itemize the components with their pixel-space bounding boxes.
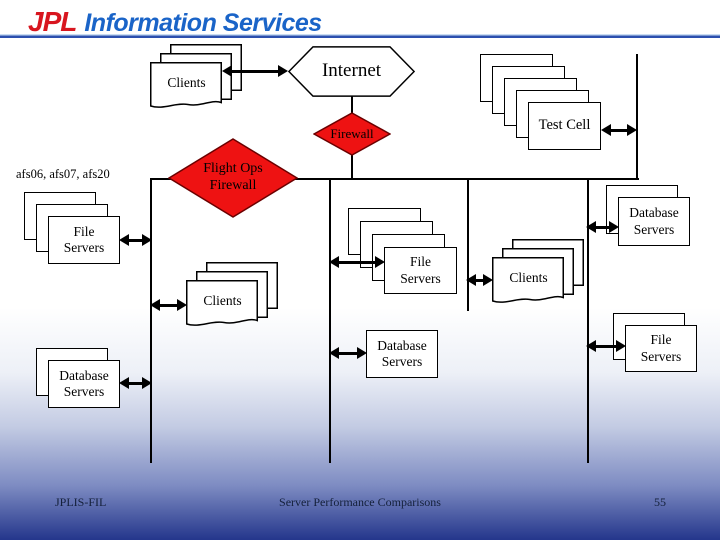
label-line2: Servers xyxy=(633,221,675,237)
label-line1: File xyxy=(73,223,95,239)
arrow-testcell-network xyxy=(601,124,637,136)
node-label: File Servers xyxy=(48,216,120,264)
file-servers-right-node: File Servers xyxy=(613,313,697,372)
hexagon-icon xyxy=(287,46,416,97)
node-label: File Servers xyxy=(625,325,697,372)
firewall-label: Firewall xyxy=(330,126,374,142)
label-line1: Database xyxy=(59,367,109,383)
footer-title: Server Performance Comparisons xyxy=(279,495,441,509)
arrow-fileservers-right xyxy=(586,340,626,352)
label-line2: Servers xyxy=(381,354,423,369)
clients-left-node: Clients xyxy=(186,262,278,332)
label-line2: Servers xyxy=(400,270,441,286)
arrow-dbservers-left xyxy=(119,377,152,389)
label-line1: Database xyxy=(629,205,679,221)
arrow-dbservers-middle xyxy=(329,347,367,359)
arrow-dbservers-right xyxy=(586,221,619,233)
label-line2: Servers xyxy=(63,240,105,255)
label-line1: File xyxy=(409,254,431,270)
node-label: Test Cell xyxy=(528,102,601,150)
arrow-fileservers-middle xyxy=(329,256,385,268)
flight-ops-line2: Firewall xyxy=(209,178,257,193)
label-line1: File xyxy=(650,332,672,348)
network-line-right xyxy=(587,178,589,463)
logo-services-text: Information Services xyxy=(84,9,322,37)
test-cell-label: Test Cell xyxy=(538,117,591,134)
footer-page-number: 55 xyxy=(654,495,666,509)
node-label: Database Servers xyxy=(48,360,120,408)
database-servers-left-node: Database Servers xyxy=(36,348,120,408)
file-servers-middle-node: File Servers xyxy=(348,208,457,294)
network-backbone-line xyxy=(151,178,639,180)
afs-caption: afs06, afs07, afs20 xyxy=(16,167,110,181)
connector-firewall-backbone xyxy=(351,154,353,180)
paper-stack-icon xyxy=(150,44,242,108)
paper-stack-icon xyxy=(186,262,278,326)
label-line1: Database xyxy=(377,337,427,353)
connector-internet-firewall xyxy=(351,96,353,113)
flight-ops-line1: Flight Ops xyxy=(203,161,263,177)
flight-ops-firewall-label: Flight Ops Firewall xyxy=(168,138,298,218)
firewall-diamond: Firewall xyxy=(312,112,392,156)
database-servers-right-node: Database Servers xyxy=(606,185,690,246)
node-label: Clients xyxy=(509,270,548,285)
node-label: Database Servers xyxy=(618,197,690,246)
network-line-midleft xyxy=(329,178,331,463)
arrow-fileservers-left xyxy=(119,234,152,246)
database-servers-middle-node: Database Servers xyxy=(366,330,438,378)
node-label: Database Servers xyxy=(366,330,438,378)
arrow-clients-internet xyxy=(222,65,288,77)
header-rule xyxy=(0,34,720,38)
label-line2: Servers xyxy=(63,384,105,399)
file-servers-left-node: File Servers xyxy=(24,192,120,264)
footer-doc-id: JPLIS-FIL xyxy=(55,495,107,509)
arrow-clients-middle xyxy=(466,274,493,286)
network-line-midright xyxy=(467,178,469,311)
flight-ops-firewall-diamond: Flight Ops Firewall xyxy=(167,138,299,218)
paper-stack-icon xyxy=(492,239,584,303)
clients-top-node: Clients xyxy=(150,44,242,114)
arrow-clients-left xyxy=(150,299,187,311)
diamond-icon xyxy=(312,112,392,156)
network-line-testcell xyxy=(636,54,638,180)
internet-label: Internet xyxy=(321,60,382,82)
network-line-left xyxy=(150,178,152,463)
label-line2: Servers xyxy=(640,348,682,364)
diamond-icon xyxy=(167,138,299,218)
node-label: Clients xyxy=(203,293,242,308)
node-label: File Servers xyxy=(384,247,457,294)
node-label: Clients xyxy=(167,75,206,90)
clients-middle-node: Clients xyxy=(492,239,584,309)
logo-jpl-text: JPL xyxy=(28,6,77,37)
internet-node: Internet xyxy=(287,46,416,97)
test-cell-node: Test Cell xyxy=(480,54,601,150)
